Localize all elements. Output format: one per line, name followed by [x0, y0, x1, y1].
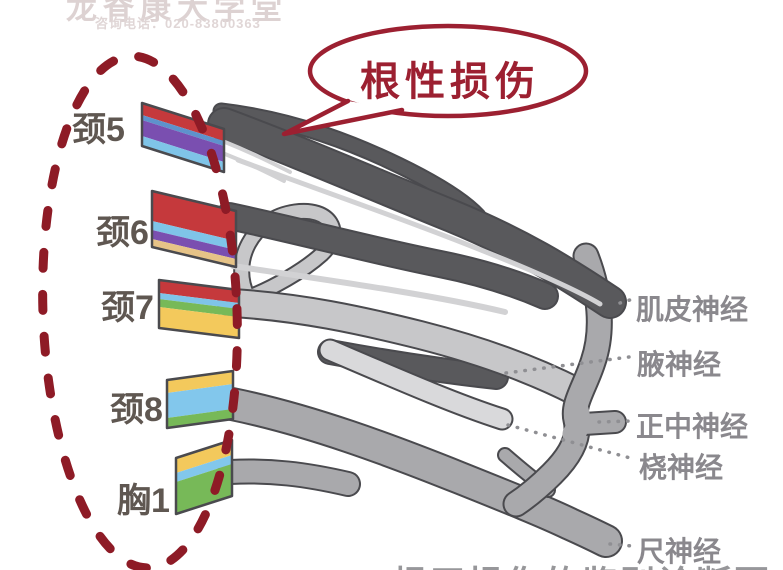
bottom-cutoff-text: 根干损伤的鉴别诊断要点	[392, 556, 783, 570]
root-label-c7: 颈7	[101, 289, 154, 327]
nerve-label-ulnar: 尺神经	[637, 536, 722, 567]
fiber-stripes	[223, 140, 603, 315]
nerve-label-median: 正中神经	[636, 411, 749, 442]
callout-bubble	[281, 23, 589, 137]
leader-dots-axillary	[504, 355, 631, 375]
leader-dots-musculocutaneous	[618, 297, 635, 305]
spinal-root-2	[150, 189, 238, 269]
t1-joining-band	[230, 472, 348, 485]
watermark-phone: 咨询电话：020-83800363	[95, 16, 261, 31]
root-label-c5: 颈5	[72, 111, 125, 149]
median-nerve-branch	[562, 398, 615, 446]
root-label-c8: 颈8	[110, 391, 163, 429]
root-label-t1: 胸1	[117, 482, 170, 520]
root-label-c6: 颈6	[96, 214, 149, 252]
nerve-label-axillary: 腋神经	[637, 349, 722, 380]
leader-dots-ulnar	[608, 542, 634, 548]
leader-dots-radial	[506, 423, 636, 461]
callout-text: 根性损伤	[360, 60, 540, 104]
spinal-root-3	[157, 278, 241, 340]
nerve-label-musculocutaneous: 肌皮神经	[636, 294, 749, 325]
spinal-root-4	[165, 369, 235, 430]
watermark-title: 龙脊康大学堂	[66, 0, 288, 26]
nerve-label-radial: 桡神经	[639, 452, 724, 483]
injury-dashed-ellipse	[38, 51, 242, 570]
